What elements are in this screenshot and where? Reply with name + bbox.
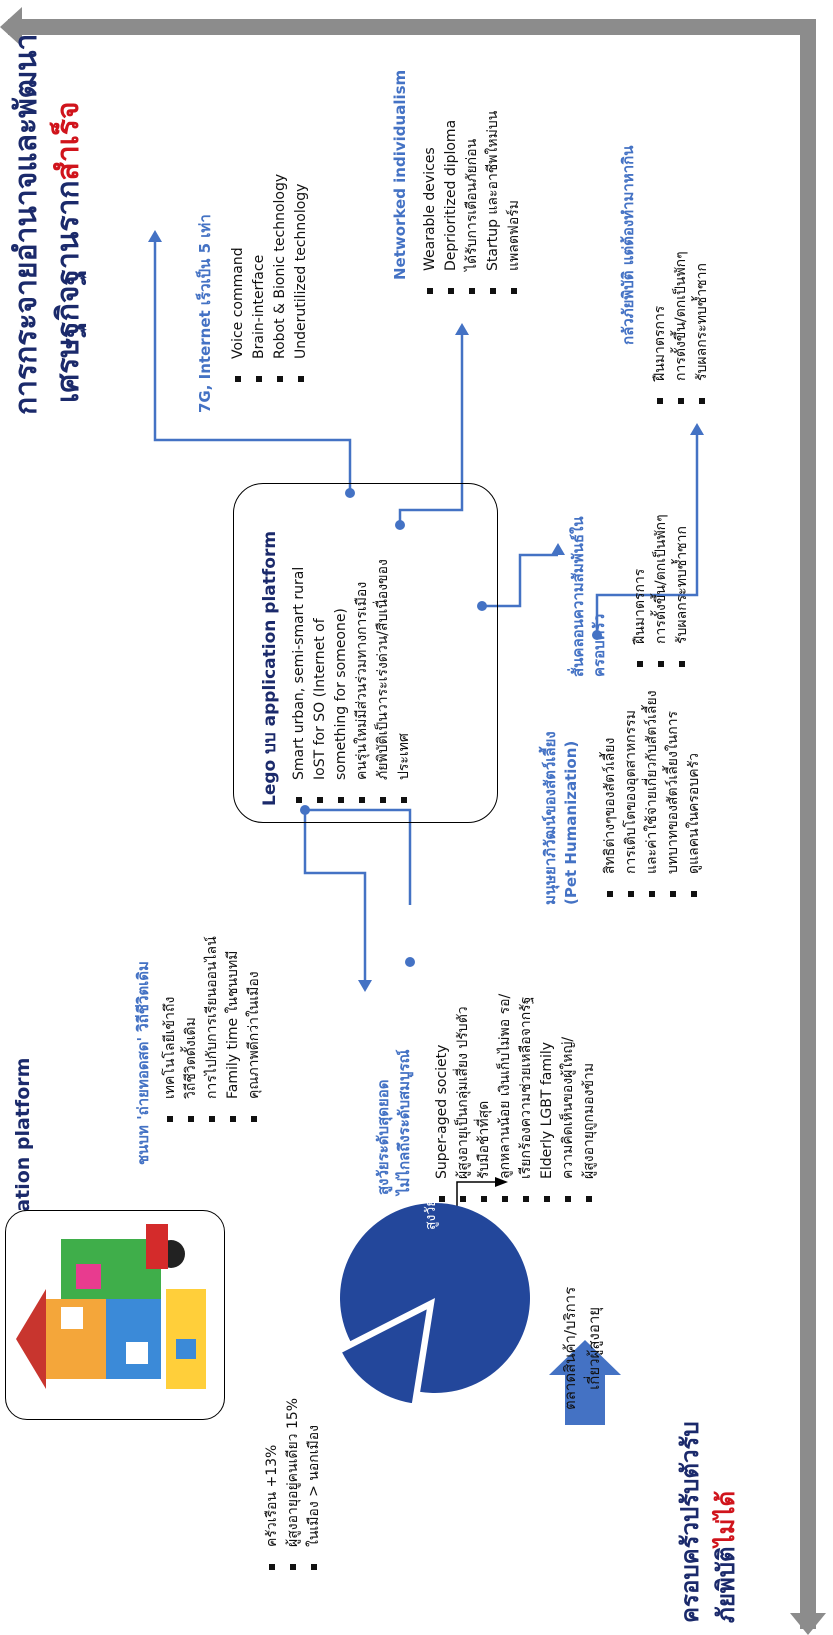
list-item: รับผลกระทบซ้ำซาก [672,514,693,670]
lego-house-icon [16,1224,206,1389]
list-item: คนรุ่นใหม่มีส่วนร่วมทางการเมือง [352,500,373,806]
disaster-list: ฝืนมาตรการ การตั้งขึ้น/ตกเป็นพักๆ รับผลก… [650,251,713,407]
list-item: ผู้สูงอายุเป็นกลุ่มเสี่ยง ปรับตัว [453,994,474,1205]
title-line1: การกระจายอำนาจและพัฒนา [9,33,44,415]
aging-title: สูงวัยระดับสุดยอด ไม่ไกลถึงระดับสมบูรณ์ [374,1049,413,1195]
list-item: Family time ในชนบทมี [223,936,244,1125]
list-item: ความคิดเห็นของผู้ใหญ่/ [558,994,579,1205]
list-item: Deprioritized diploma [441,111,462,297]
list-item: สิทธิต่างๆของสัตว์เลี้ยง [600,690,621,900]
platform-box: Lego บบ application platform Smart urban… [233,483,498,823]
list-item: แพลตฟอร์ม [504,111,525,297]
list-item: การเติบโตของอุตสาหกรรม [621,690,642,900]
list-item: Underutilized technology [291,174,312,385]
connector-rural [303,810,367,980]
pie-slice-aging [342,1309,427,1403]
list-item: ได้รับการเตือนภัยก่อน [462,111,483,297]
list-item: เรียกร้องความช่วยเหลือจากรัฐ [516,994,537,1205]
list-item: ในเมือง > นอกเมือง [304,1398,325,1573]
list-item: something for someone) [331,500,352,806]
list-item: Robot & Bionic technology [270,174,291,385]
list-item: Wearable devices [420,111,441,297]
list-item: ผู้สูงอายุอยู่คนเดียว 15% [283,1398,304,1573]
internet-list: Voice command Brain-interface Robot & Bi… [228,174,312,385]
list-item: ลูกหลานน้อย เงินเก็บไม่พอ รอ/ [495,994,516,1205]
list-item: Brain-interface [249,174,270,385]
platform-title: Lego บบ application platform [260,530,280,806]
internet-title: 7G, Internet เร็วเป็น 5 เท่า [196,214,214,413]
pet-list: สิทธิต่างๆของสัตว์เลี้ยง การเติบโตของอุต… [600,690,705,900]
list-item: ผู้สูงอายุถูกมองข้าม [579,994,600,1205]
list-item: ดูแลคนในครอบครัว [684,690,705,900]
family-title: สั่นคลอนความสัมพันธ์ใน ครอบครัว [569,516,608,677]
list-item: เทคโนโลยีเข้าถึง [160,936,181,1125]
pie-slice-rest [340,1203,530,1393]
networked-title: Networked individualism [391,69,409,280]
pie-chart [340,1203,530,1403]
list-item: การตั้งขึ้น/ตกเป็นพักๆ [671,251,692,407]
pie-caption: ตลาดสินค้า/บริการ เกี่ยวผู้สูงอายุ [561,1286,603,1410]
bottom-title: ครอบครัวปรับตัวรับ ภัยพิบัติไม่ได้ [676,1421,740,1623]
platform-list: Smart urban, semi-smart rural IoST for S… [289,500,415,806]
networked-list: Wearable devices Deprioritized diploma ไ… [420,111,525,297]
connector-pet [305,808,412,905]
family-list: ฝืนมาตรการ การตั้งขึ้น/ตกเป็นพักๆ รับผลก… [630,514,693,670]
list-item: คุณภาพดีกว่าในเมือง [244,936,265,1125]
list-item: ประเทศ [394,500,415,806]
big-arrow-icon [549,1340,621,1425]
list-item: IoST for SO (Internet of [310,500,331,806]
connector-internet [153,242,352,493]
list-item: การตั้งขึ้น/ตกเป็นพักๆ [651,514,672,670]
list-item: ฝืนมาตรการ [630,514,651,670]
list-item: Elderly LGBT family [537,994,558,1205]
list-item: และค่าใช้จ่ายเกี่ยวกับสัตว์เลี้ยง [642,690,663,900]
pet-title: มนุษยาภิวัฒน์ของสัตว์เลี้ยง (Pet Humaniz… [541,731,580,905]
list-item: Startup และอาชีพใหม่บน [483,111,504,297]
list-item: บทบาทของสัตว์เลี้ยงในการ [663,690,684,900]
lego-house-image [5,1210,225,1420]
stats-list: ครัวเรือน +13% ผู้สูงอายุอยู่คนเดียว 15%… [262,1398,325,1573]
title-line2: เศรษฐกิจฐานรากสำเร็จ [51,101,86,403]
list-item: รับผลกระทบซ้ำซาก [692,251,713,407]
disaster-title: กลัวภัยพิบัติ แต่ต้องทำมาหากิน [619,145,637,346]
aging-list: Super-aged society ผู้สูงอายุเป็นกลุ่มเส… [432,994,600,1205]
rural-title: ชนบท 'ถ่ายทอดสด' วิถีชีวิตเดิม [134,961,152,1165]
connector-family [482,553,558,608]
list-item: Voice command [228,174,249,385]
list-item: การไปกับการเรียนออนไลน์ [202,936,223,1125]
list-item: รับมือช้าที่สุด [474,994,495,1205]
list-item: ครัวเรือน +13% [262,1398,283,1573]
list-item: Smart urban, semi-smart rural [289,500,310,806]
list-item: ฝืนมาตรการ [650,251,671,407]
list-item: Super-aged society [432,994,453,1205]
list-item: ภัยพิบัติเป็นวาระเร่งด่วน/สืบเนื่องของ [373,500,394,806]
rural-list: เทคโนโลยีเข้าถึง วิถีชีวิตดั้งเดิม การไป… [160,936,265,1125]
list-item: วิถีชีวิตดั้งเดิม [181,936,202,1125]
